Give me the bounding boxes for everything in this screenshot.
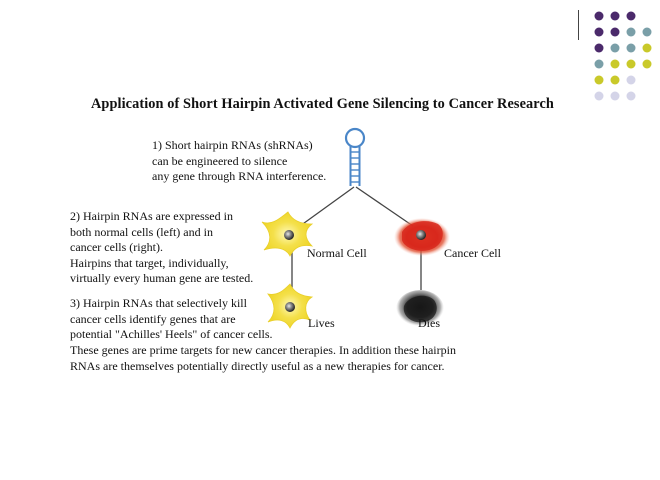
dot [610,11,620,21]
dot [626,43,636,53]
surviving-cell-icon [267,283,314,329]
dot-row-6 [594,91,636,101]
dot-row-5 [594,75,636,85]
decorative-dot-grid [594,11,652,101]
normal-cell-label: Normal Cell [307,246,367,260]
step-1-text: 1) Short hairpin RNAs (shRNAs) can be en… [152,138,327,183]
dot [610,27,620,37]
cancer-cell-icon [394,218,450,256]
dot [594,43,604,53]
dot [626,59,636,69]
dies-label: Dies [418,316,440,330]
lives-label: Lives [308,316,335,330]
dot [642,43,652,53]
dead-cell-icon [396,290,444,328]
dot [626,75,636,85]
dot [594,11,604,21]
dot-row-4 [594,59,652,69]
conclusion-text: These genes are prime targets for new ca… [70,343,456,373]
dot [610,43,620,53]
dot [610,59,620,69]
step-2-text: 2) Hairpin RNAs are expressed in both no… [70,209,254,285]
slide-title: Application of Short Hairpin Activated G… [91,96,554,112]
dot [626,91,636,101]
decorative-divider-line [578,10,579,40]
dot-row-1 [594,11,636,21]
normal-cell-icon [261,211,314,257]
dot [626,27,636,37]
dot [594,59,604,69]
dot [626,11,636,21]
dot [610,91,620,101]
step-3-text: 3) Hairpin RNAs that selectively kill ca… [70,296,273,341]
dot [642,59,652,69]
dot-row-2 [594,27,652,37]
dot [594,27,604,37]
cancer-cell-label: Cancer Cell [444,246,501,260]
dot [594,91,604,101]
dot-row-3 [594,43,652,53]
connector-lines [291,186,422,292]
dot [642,27,652,37]
dot [610,75,620,85]
dot [594,75,604,85]
hairpin-rna-icon [344,127,366,186]
